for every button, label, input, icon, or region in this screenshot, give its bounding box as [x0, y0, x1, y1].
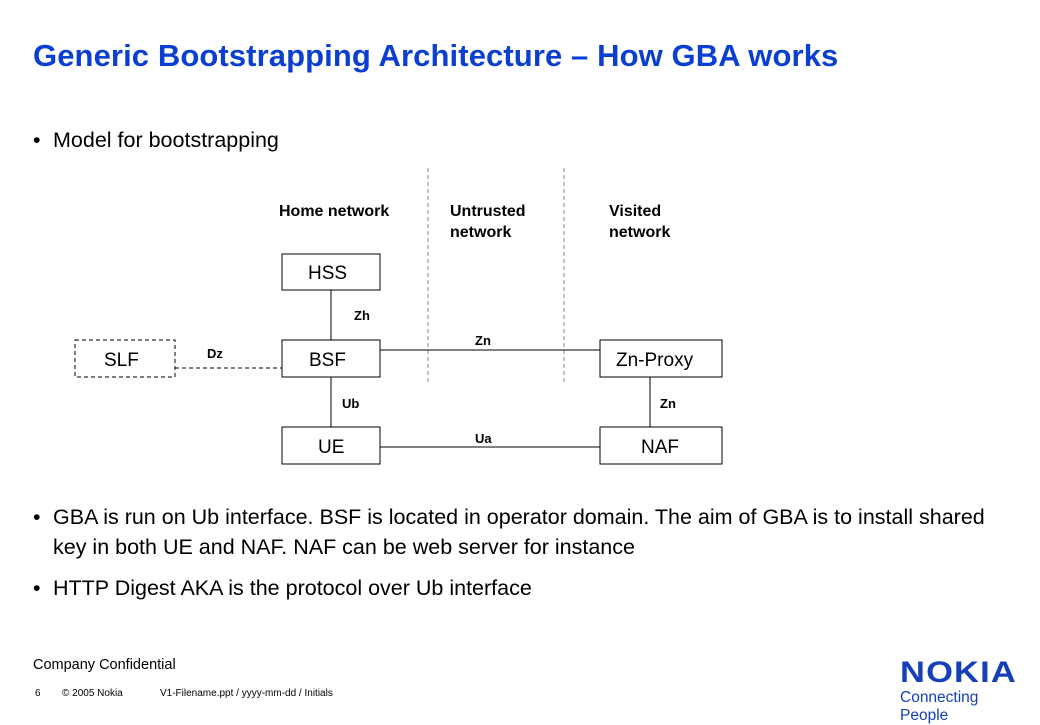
region-label-visited-line1: Visited — [609, 203, 661, 220]
region-label-untrusted-line1: Untrusted — [450, 203, 526, 220]
footer-page-number: 6 — [35, 688, 41, 699]
bullet-text: HTTP Digest AKA is the protocol over Ub … — [53, 576, 532, 600]
node-ue-label: UE — [318, 437, 344, 458]
link-label-ua: Ua — [475, 431, 492, 446]
bullet-marker: • — [33, 128, 41, 152]
bullet-text: Model for bootstrapping — [53, 128, 279, 152]
nokia-logo: NOKIA Connecting People — [900, 658, 1028, 725]
link-label-zh: Zh — [354, 308, 370, 323]
bullet-http-digest: • HTTP Digest AKA is the protocol over U… — [33, 573, 1003, 603]
bullet-gba-ub: • GBA is run on Ub interface. BSF is loc… — [33, 502, 1003, 562]
node-zn-proxy: Zn-Proxy — [599, 339, 723, 378]
node-naf-label: NAF — [641, 437, 679, 458]
node-hss-label: HSS — [308, 263, 347, 284]
bullet-marker: • — [33, 576, 41, 600]
bullet-text: GBA is run on Ub interface. BSF is locat… — [53, 505, 985, 559]
node-slf: SLF — [74, 339, 176, 378]
footer-copyright: © 2005 Nokia — [62, 688, 123, 699]
footer-confidential: Company Confidential — [33, 657, 176, 673]
link-label-zn-right: Zn — [660, 396, 676, 411]
node-bsf-label: BSF — [309, 350, 346, 371]
node-hss: HSS — [281, 253, 381, 291]
link-label-zn-top: Zn — [475, 333, 491, 348]
link-label-ub: Ub — [342, 396, 359, 411]
node-naf: NAF — [599, 426, 723, 465]
slide-title: Generic Bootstrapping Architecture – How… — [33, 38, 839, 73]
node-bsf: BSF — [281, 339, 381, 378]
bullet-marker: • — [33, 505, 41, 529]
node-ue: UE — [281, 426, 381, 465]
region-label-home: Home network — [279, 203, 389, 220]
region-label-untrusted-line2: network — [450, 224, 511, 241]
nokia-wordmark: NOKIA — [900, 656, 1017, 689]
link-label-dz: Dz — [207, 346, 223, 361]
footer-filename: V1-Filename.ppt / yyyy-mm-dd / Initials — [160, 688, 333, 699]
region-label-visited-line2: network — [609, 224, 670, 241]
bullet-model: • Model for bootstrapping — [33, 125, 1003, 155]
node-slf-label: SLF — [104, 350, 139, 371]
node-zn-proxy-label: Zn-Proxy — [616, 350, 694, 371]
